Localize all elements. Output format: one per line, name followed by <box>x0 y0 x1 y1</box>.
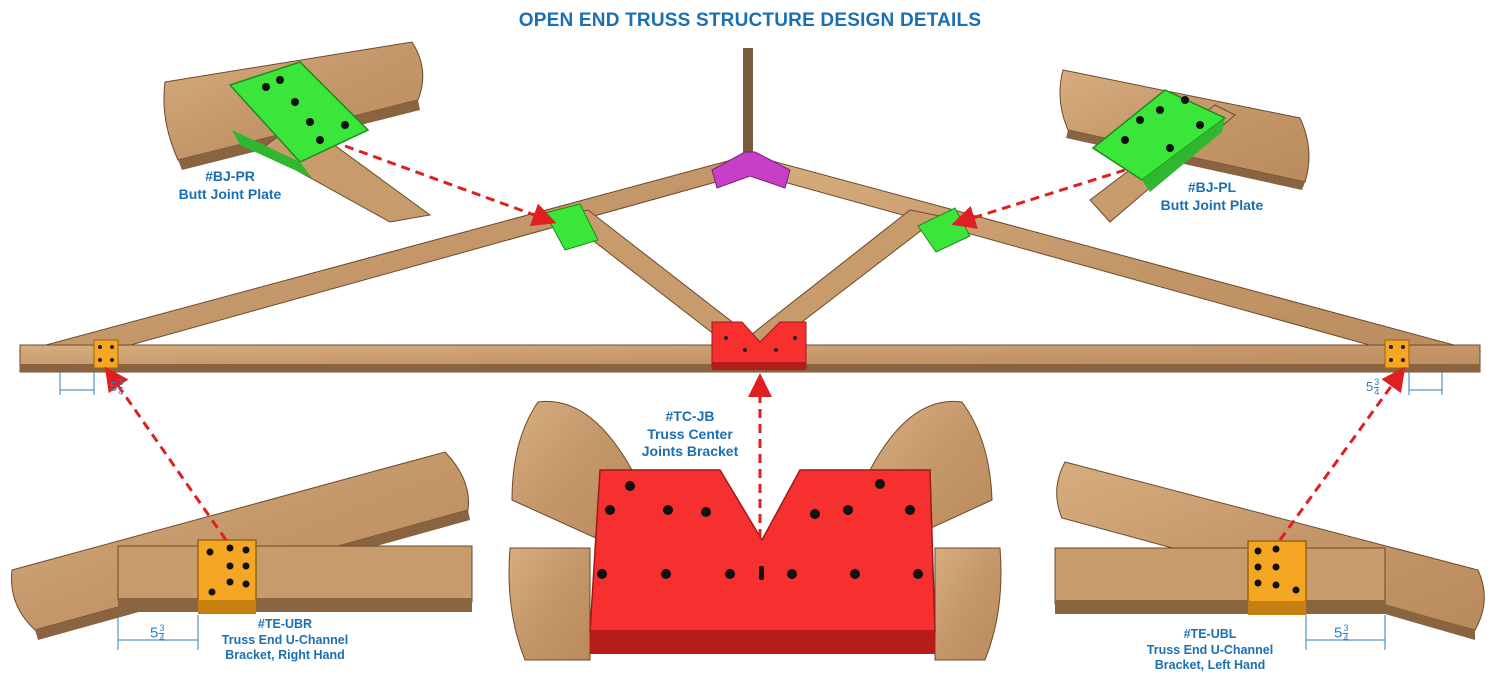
label-te-ubr-line1: Truss End U-Channel <box>221 632 349 647</box>
dim-whole: 5 <box>110 378 118 394</box>
label-te-ubl: #TE-UBL Truss End U-Channel Bracket, Lef… <box>1130 627 1290 674</box>
dim-num: 3 <box>1374 377 1380 387</box>
dim-den: 4 <box>118 387 124 397</box>
arrow-te-ubr <box>104 366 228 541</box>
label-tc-jb-code: #TC-JB <box>665 408 715 424</box>
detail-tc-jb <box>508 400 1002 661</box>
label-bj-pr-code: #BJ-PR <box>205 168 255 184</box>
label-tc-jb: #TC-JB Truss Center Joints Bracket <box>630 408 750 461</box>
dim-den: 4 <box>159 633 165 643</box>
label-tc-jb-line1: Truss Center <box>647 425 733 442</box>
label-bj-pl-name: Butt Joint Plate <box>1160 196 1264 213</box>
dim-num: 3 <box>159 623 165 633</box>
detail-te-ubr <box>10 451 473 650</box>
label-tc-jb-line2: Joints Bracket <box>641 443 739 459</box>
dim-whole: 5 <box>1366 378 1374 394</box>
dim-den: 4 <box>1374 387 1380 397</box>
arrow-bj-pr <box>344 144 557 227</box>
dim-whole: 5 <box>150 624 159 642</box>
main-truss <box>18 48 1482 395</box>
detail-bj-pl <box>1059 69 1310 223</box>
label-te-ubr: #TE-UBR Truss End U-Channel Bracket, Rig… <box>205 617 365 664</box>
detail-bj-pr <box>163 41 432 223</box>
label-bj-pl: #BJ-PL Butt Joint Plate <box>1142 179 1282 214</box>
right-web <box>736 209 942 346</box>
truss-end-bracket-left <box>93 339 119 369</box>
label-bj-pr-name: Butt Joint Plate <box>178 185 282 202</box>
dim-num: 3 <box>1343 623 1349 633</box>
label-bj-pl-code: #BJ-PL <box>1187 179 1237 195</box>
callout-arrows <box>104 144 1406 541</box>
label-te-ubr-code: #TE-UBR <box>257 617 313 631</box>
page-title: OPEN END TRUSS STRUCTURE DESIGN DETAILS <box>518 10 982 31</box>
dim-num: 3 <box>118 377 124 387</box>
king-post <box>743 48 753 158</box>
detail-te-ubl <box>1054 461 1485 650</box>
truss-butt-plate-left <box>544 203 599 251</box>
label-te-ubl-line2: Bracket, Left Hand <box>1154 658 1266 673</box>
truss-end-bracket-right <box>1384 339 1410 369</box>
apex-bracket <box>711 151 791 189</box>
label-te-ubl-line1: Truss End U-Channel <box>1146 642 1274 657</box>
dim-den: 4 <box>1343 633 1349 643</box>
label-te-ubl-code: #TE-UBL <box>1183 627 1237 641</box>
label-bj-pr: #BJ-PR Butt Joint Plate <box>160 168 300 203</box>
arrow-te-ubl <box>1278 366 1406 541</box>
dim-whole: 5 <box>1334 624 1343 642</box>
label-te-ubr-line2: Bracket, Right Hand <box>225 648 345 663</box>
